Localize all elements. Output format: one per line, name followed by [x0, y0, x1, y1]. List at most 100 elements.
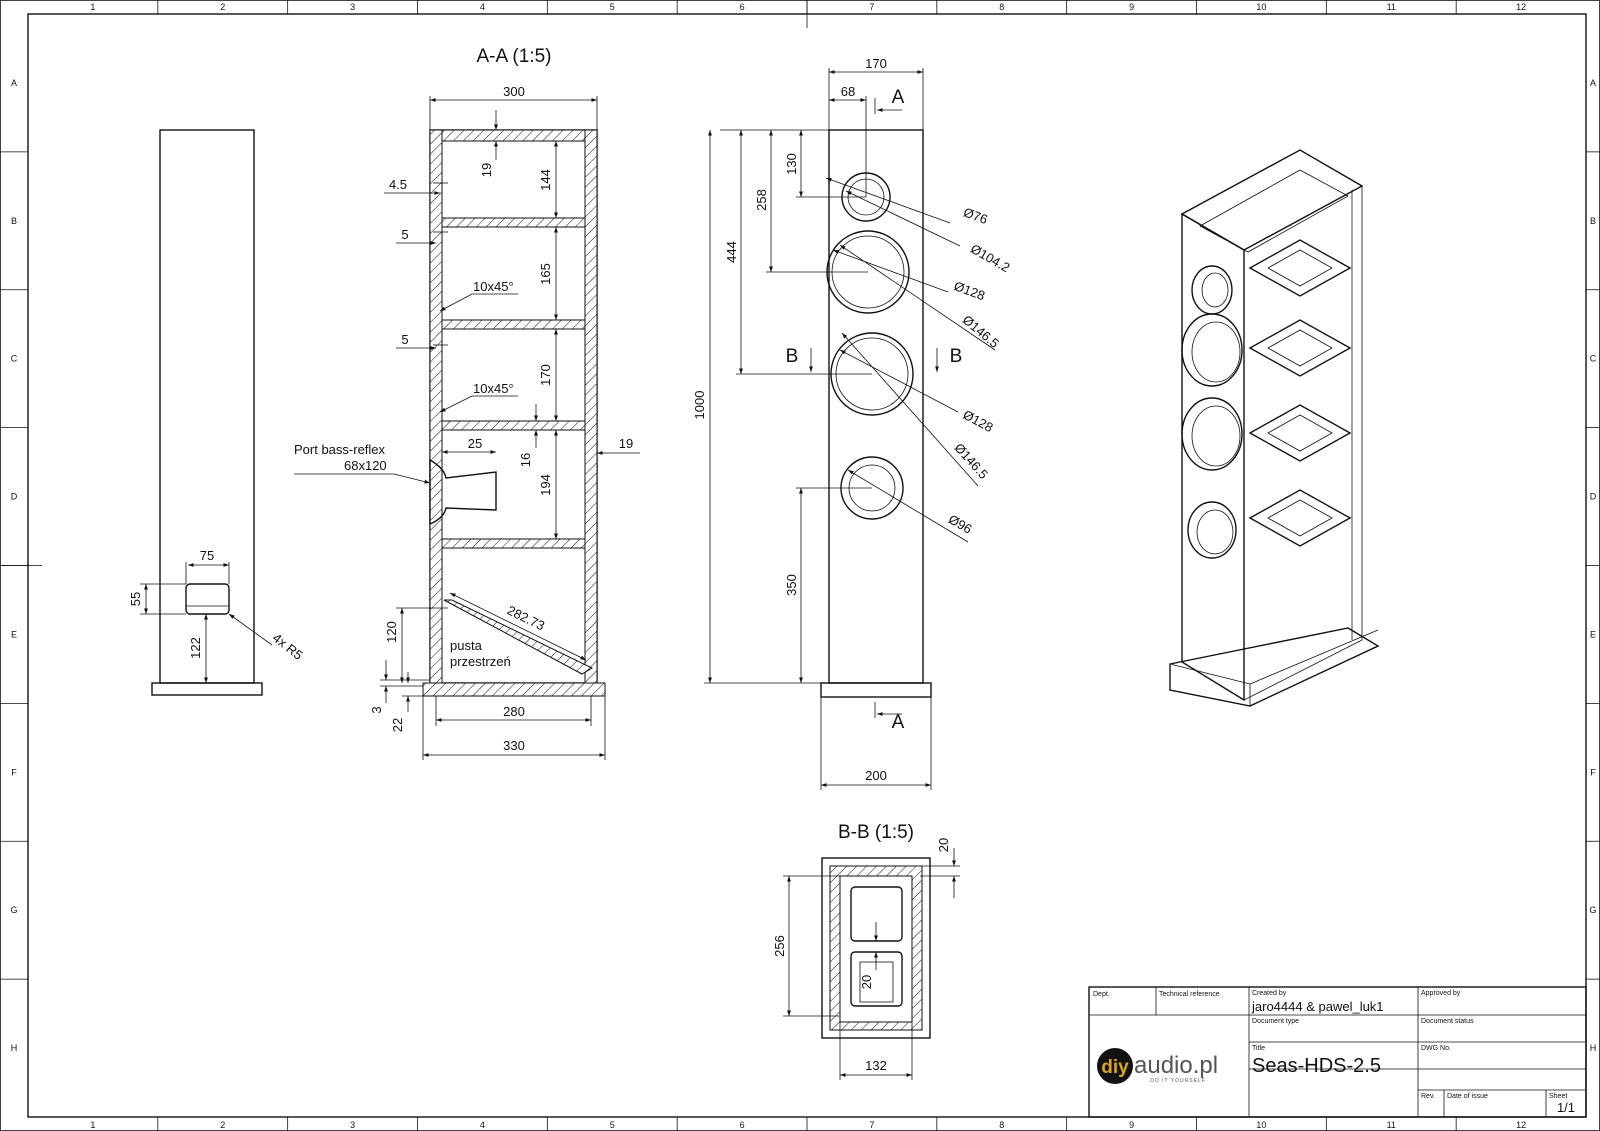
frame-col-label: 4: [480, 2, 485, 12]
tb-createdby-label: Created by: [1252, 990, 1287, 997]
dim-aa-165: 165: [538, 263, 553, 285]
frame-row-label: H: [1590, 1043, 1597, 1053]
tb-title-label: Title: [1252, 1045, 1265, 1052]
dim-aa-19-top: 19: [479, 163, 494, 177]
frame-col-label: 7: [869, 2, 874, 12]
tb-dept-label: Dept.: [1093, 991, 1110, 998]
section-aa-title: A-A (1:5): [477, 46, 552, 67]
frame-row-label: D: [11, 492, 18, 502]
logo-audio: audio.pl: [1134, 1052, 1218, 1079]
dim-front-1000: 1000: [692, 391, 707, 420]
tb-dwgno-label: DWG No.: [1421, 1045, 1451, 1052]
frame-col-label: 11: [1387, 2, 1396, 12]
tb-approvedby-label: Approved by: [1421, 990, 1461, 997]
empty-space-label-2: przestrzeń: [450, 654, 511, 669]
dim-front-350: 350: [784, 574, 799, 596]
frame-row-label: B: [1590, 216, 1596, 226]
dim-front-444: 444: [724, 241, 739, 263]
frame-col-label: 2: [220, 2, 225, 12]
side-view: 75 55 122 4x R5: [128, 129, 306, 696]
dia-146-a: Ø146.5: [960, 312, 1002, 351]
empty-space-label-1: pusta: [450, 638, 483, 653]
dia-104: Ø104.2: [968, 241, 1012, 275]
frame-row-label: F: [1590, 767, 1596, 777]
dim-aa-3: 3: [369, 706, 384, 713]
frame-row-label: F: [11, 767, 17, 777]
frame-col-label: 3: [350, 2, 355, 12]
section-mark-a-top: A: [892, 87, 905, 108]
dim-aa-16: 16: [518, 453, 533, 467]
frame-row-label: C: [1590, 354, 1597, 364]
frame-col-label: 3: [350, 1120, 355, 1130]
dia-146-b: Ø146.5: [951, 440, 991, 482]
tb-doctype-label: Document type: [1252, 1018, 1299, 1025]
frame-col-label: 7: [869, 1120, 874, 1130]
port-label: Port bass-reflex: [294, 442, 386, 457]
logo-tagline: DO IT YOURSELF: [1150, 1078, 1206, 1084]
frame-col-label: 12: [1516, 1120, 1526, 1130]
dim-front-258: 258: [754, 189, 769, 211]
dim-aa-280: 280: [503, 704, 525, 719]
frame-row-label: E: [11, 629, 17, 639]
dim-75: 75: [200, 548, 214, 563]
frame-col-label: 1: [90, 2, 95, 12]
section-mark-b-right: B: [950, 346, 963, 367]
frame-col-label: 8: [999, 2, 1004, 12]
frame-col-label: 9: [1129, 1120, 1134, 1130]
dim-bb-132: 132: [865, 1058, 887, 1073]
dia-96: Ø96: [946, 511, 975, 536]
dim-122: 122: [188, 637, 203, 659]
isometric-view: [1169, 149, 1380, 707]
frame-col-label: 5: [610, 1120, 615, 1130]
dim-aa-120: 120: [384, 621, 399, 643]
tb-docstatus-label: Document status: [1421, 1018, 1474, 1025]
dim-r5: 4x R5: [270, 630, 306, 663]
frame-col-label: 2: [220, 1120, 225, 1130]
frame-col-label: 5: [610, 2, 615, 12]
front-view: 170 68 A 130 258 444 1000 350 200 A B: [692, 56, 1012, 790]
section-bb-title: B-B (1:5): [838, 822, 914, 843]
frame-col-label: 1: [90, 1120, 95, 1130]
tb-date-label: Date of issue: [1447, 1093, 1488, 1100]
dia-128-b: Ø128: [961, 407, 996, 435]
port-size: 68x120: [344, 458, 387, 473]
tb-createdby: jaro4444 & pawel_luk1: [1251, 999, 1384, 1014]
frame-col-label: 11: [1387, 1120, 1396, 1130]
dim-front-170: 170: [865, 56, 887, 71]
tb-sheet-label: Sheet: [1549, 1093, 1567, 1100]
dim-bb-20-top: 20: [936, 838, 951, 852]
dim-55: 55: [128, 592, 143, 606]
frame-col-label: 9: [1129, 2, 1134, 12]
dim-aa-19-side: 19: [619, 436, 633, 451]
frame-col-label: 4: [480, 1120, 485, 1130]
frame-row-label: A: [1590, 78, 1596, 88]
frame-col-label: 6: [740, 1120, 745, 1130]
frame-row-label: G: [1589, 905, 1596, 915]
dia-128-a: Ø128: [952, 278, 987, 303]
dim-aa-25: 25: [468, 436, 482, 451]
dim-aa-194: 194: [538, 474, 553, 496]
logo-diy: diy: [1101, 1057, 1129, 1078]
tb-title: Seas-HDS-2.5: [1252, 1055, 1381, 1077]
dim-bb-20-inner: 20: [859, 975, 874, 989]
section-a-a: A-A (1:5) 300 19 144 4.5 5: [294, 46, 640, 760]
dim-aa-5-a: 5: [401, 227, 408, 242]
frame-row-label: H: [11, 1043, 18, 1053]
tb-rev-label: Rev.: [1421, 1093, 1435, 1100]
tb-techref-label: Technical reference: [1159, 991, 1220, 998]
frame-col-label: 10: [1256, 2, 1266, 12]
dim-front-130: 130: [784, 153, 799, 175]
frame-row-label: A: [11, 78, 17, 88]
title-block: Dept. Technical reference Created by jar…: [1088, 986, 1587, 1118]
section-b-b: B-B (1:5) 20 20 256 132: [772, 822, 960, 1080]
frame-col-label: 10: [1256, 1120, 1266, 1130]
dim-aa-22: 22: [390, 718, 405, 732]
dim-aa-330: 330: [503, 738, 525, 753]
dia-76: Ø76: [961, 205, 989, 228]
chamfer-a: 10x45°: [473, 279, 514, 294]
dim-front-200: 200: [865, 768, 887, 783]
dim-bb-256: 256: [772, 935, 787, 957]
section-mark-a-bottom: A: [892, 712, 905, 733]
